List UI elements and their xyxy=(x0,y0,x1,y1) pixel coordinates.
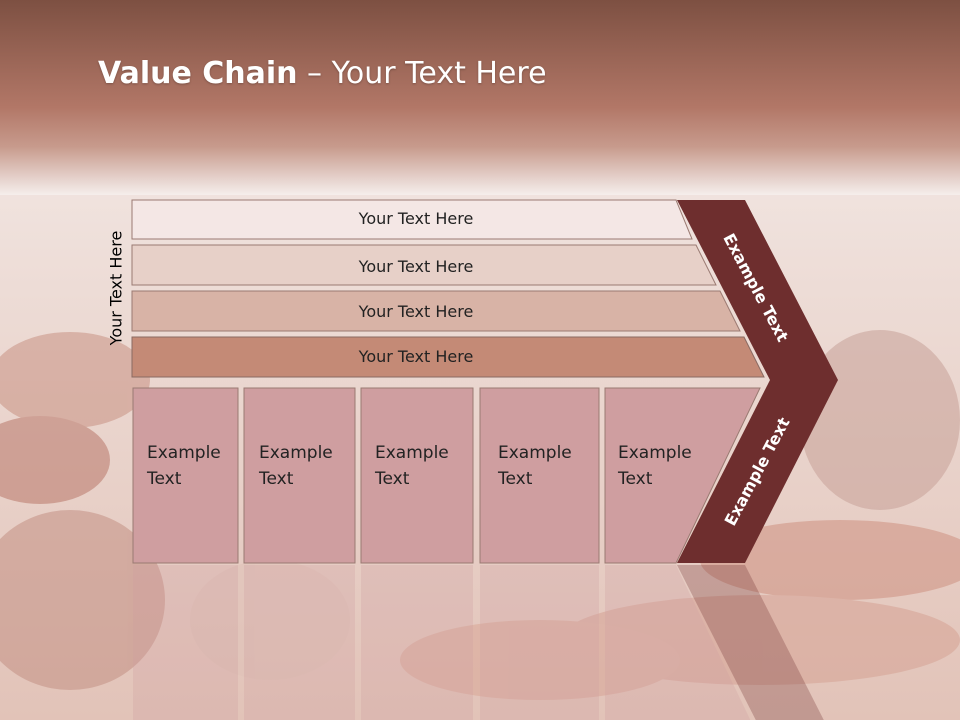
title-bold: Value Chain xyxy=(98,56,298,91)
row-bar-1 xyxy=(131,199,693,240)
title-rest: – Your Text Here xyxy=(297,56,547,91)
column-4-line1: Example xyxy=(498,443,572,463)
row-label-3: Your Text Here xyxy=(358,302,474,321)
row-bar-3 xyxy=(131,290,741,332)
column-2-line1: Example xyxy=(259,443,333,463)
column-1-line1: Example xyxy=(147,443,221,463)
column-1-line2: Text xyxy=(147,469,182,489)
column-3-line1: Example xyxy=(375,443,449,463)
column-text-1: Example Text xyxy=(147,440,221,492)
column-box-2 xyxy=(243,387,356,564)
column-box-1 xyxy=(132,387,239,564)
column-box-4 xyxy=(479,387,600,564)
row-bar-2 xyxy=(131,244,717,286)
column-text-2: Example Text xyxy=(259,440,333,492)
chevron-arrow-upper xyxy=(677,200,838,380)
column-box-5 xyxy=(604,387,761,564)
column-5-line2: Text xyxy=(618,469,653,489)
column-2-line2: Text xyxy=(259,469,294,489)
column-text-5: Example Text xyxy=(618,440,692,492)
reflection-decoration xyxy=(133,565,824,720)
row-label-1: Your Text Here xyxy=(358,209,474,228)
column-5-line1: Example xyxy=(618,443,692,463)
column-4-line2: Text xyxy=(498,469,533,489)
column-text-3: Example Text xyxy=(375,440,449,492)
column-text-4: Example Text xyxy=(498,440,572,492)
row-label-2: Your Text Here xyxy=(358,257,474,276)
row-bar-4 xyxy=(131,336,765,378)
column-3-line2: Text xyxy=(375,469,410,489)
column-box-3 xyxy=(360,387,474,564)
slide-title: Value Chain – Your Text Here xyxy=(98,56,547,91)
row-label-4: Your Text Here xyxy=(358,347,474,366)
chevron-arrow-lower xyxy=(677,380,838,563)
